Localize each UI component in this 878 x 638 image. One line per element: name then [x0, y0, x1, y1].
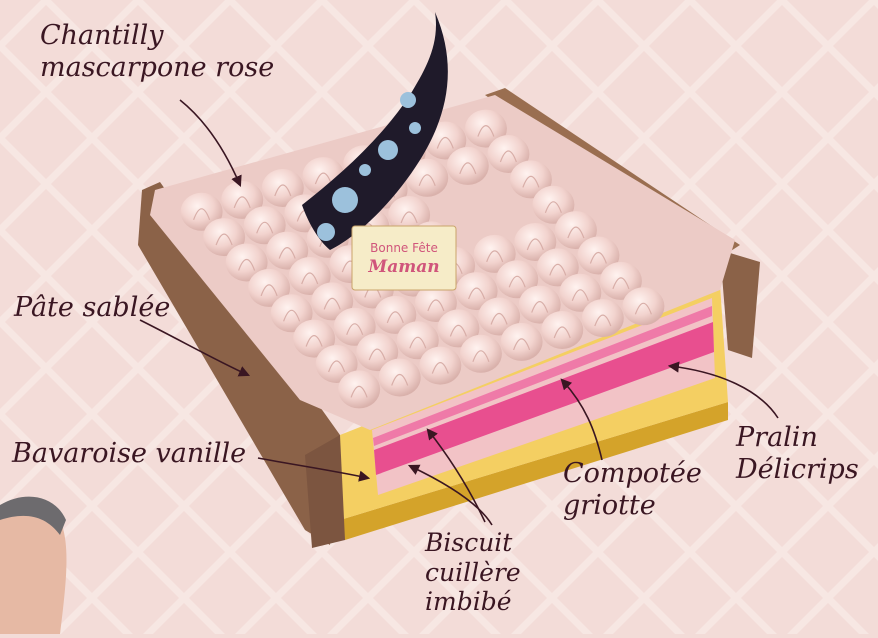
label-pralin: Pralin Délicrips — [736, 422, 859, 486]
plaque-line1: Bonne Fête — [370, 241, 438, 255]
chantilly-puff — [379, 359, 421, 397]
label-biscuit-line3: imbibé — [425, 587, 521, 617]
label-compotee-line1: Compotée — [563, 458, 702, 490]
label-pralin-line2: Délicrips — [736, 454, 859, 486]
chantilly-puff — [501, 323, 543, 361]
plaque: Bonne Fête Maman — [352, 226, 456, 290]
chantilly-puff — [447, 147, 489, 185]
label-biscuit-line1: Biscuit — [425, 528, 521, 558]
label-biscuit: Biscuit cuillère imbibé — [425, 528, 521, 617]
chantilly-puff — [622, 287, 664, 325]
label-chantilly-line1: Chantilly — [40, 20, 274, 52]
label-pralin-line1: Pralin — [736, 422, 859, 454]
chantilly-puff — [460, 335, 502, 373]
plaque-line2: Maman — [367, 257, 439, 277]
label-compotee: Compotée griotte — [563, 458, 702, 522]
chef-portrait — [0, 497, 66, 634]
label-chantilly-line2: mascarpone rose — [40, 52, 274, 84]
label-biscuit-line2: cuillère — [425, 558, 521, 588]
chantilly-puff — [541, 311, 583, 349]
chantilly-puff — [582, 299, 624, 337]
label-compotee-line2: griotte — [563, 490, 702, 522]
label-chantilly: Chantilly mascarpone rose — [40, 20, 274, 84]
crust-front-edge — [305, 435, 345, 548]
chantilly-puff — [338, 370, 380, 408]
chantilly-puff — [419, 347, 461, 385]
label-pate-sablee: Pâte sablée — [14, 292, 170, 324]
label-bavaroise: Bavaroise vanille — [12, 438, 246, 470]
